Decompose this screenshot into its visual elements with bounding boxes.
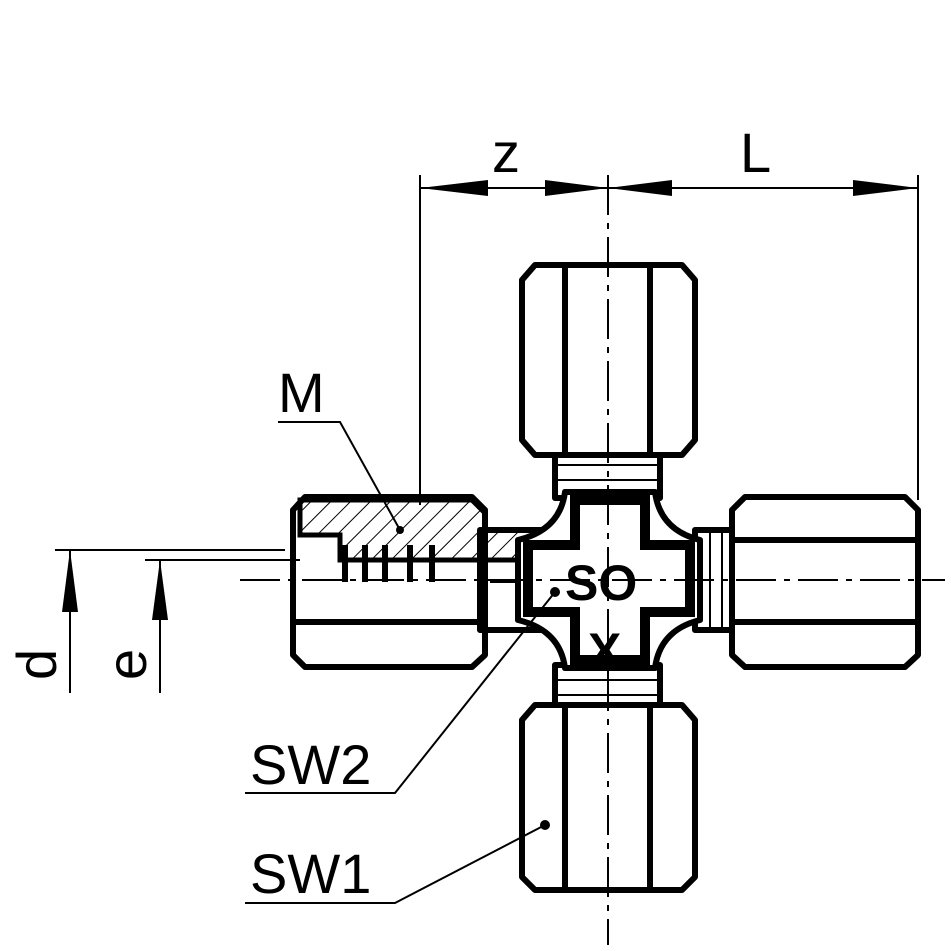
dimension-d: d [5, 550, 78, 693]
right-nut [692, 494, 921, 670]
top-nut [519, 262, 698, 501]
callout-M: M [278, 361, 404, 534]
dimension-z: z [420, 121, 608, 196]
label-M: M [278, 361, 325, 424]
extension-lines [55, 175, 919, 561]
dimension-L: L [608, 121, 918, 196]
left-nut [290, 494, 548, 670]
body-marking-x: X [588, 623, 621, 679]
body-marking-so: SO [565, 555, 637, 611]
label-L: L [740, 121, 771, 184]
label-SW1: SW1 [250, 842, 371, 905]
label-z: z [492, 121, 520, 184]
label-e: e [95, 649, 158, 680]
dimension-e: e [95, 560, 168, 693]
callout-SW2: SW2 [245, 587, 560, 796]
centerlines [240, 175, 945, 945]
label-d: d [5, 649, 68, 680]
callout-SW1: SW1 [245, 820, 550, 905]
label-SW2: SW2 [250, 733, 371, 796]
